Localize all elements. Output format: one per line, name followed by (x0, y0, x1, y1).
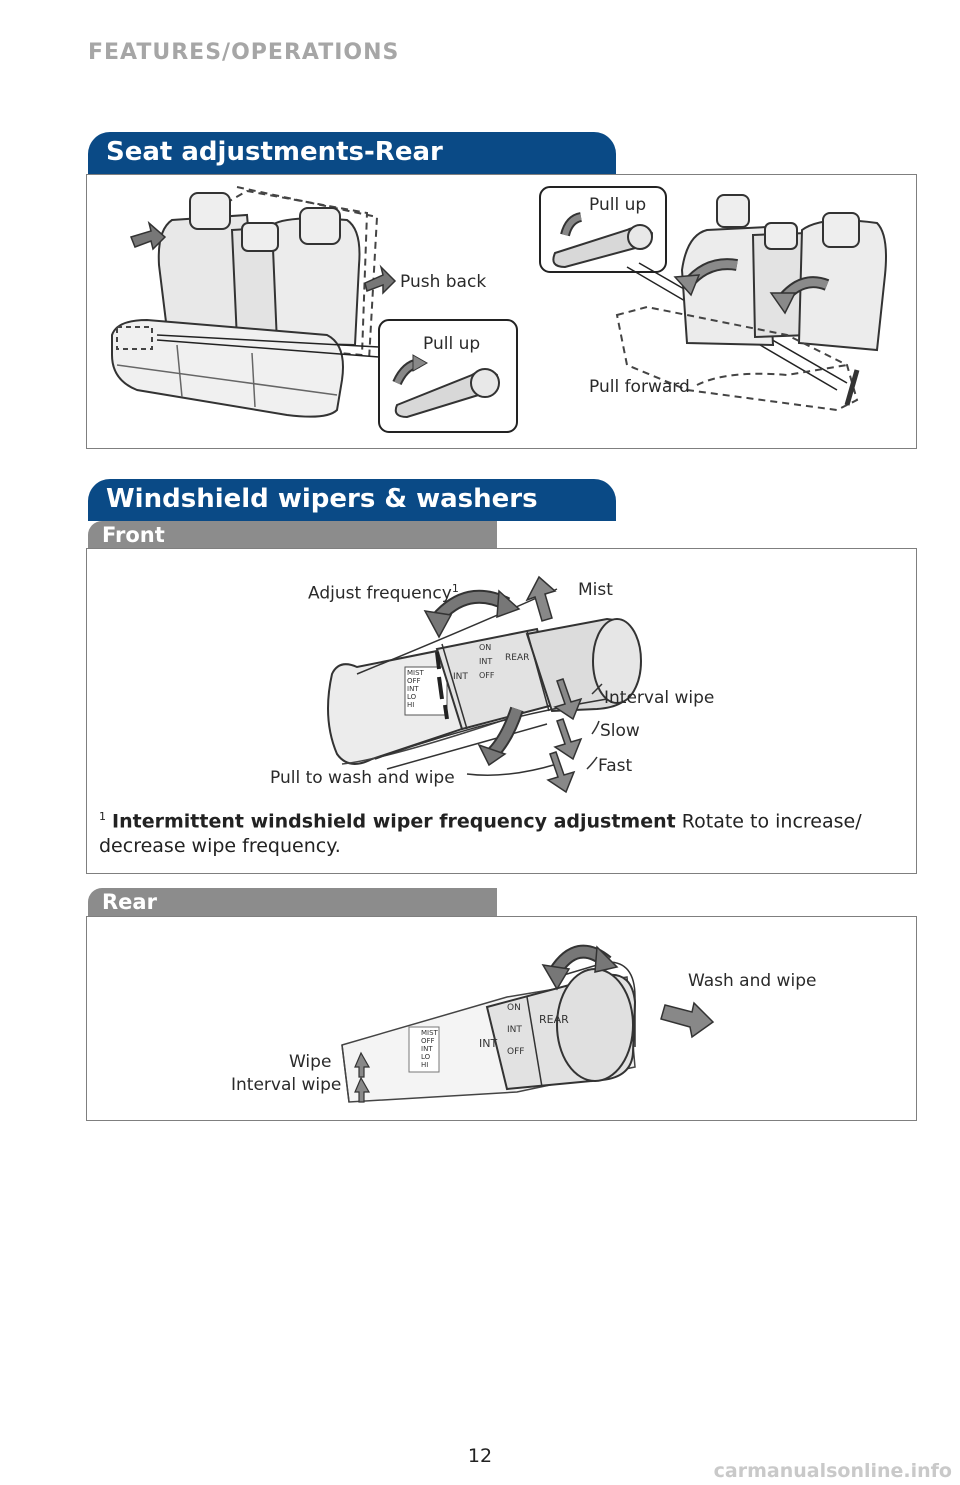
stalk-off: OFF (407, 677, 421, 685)
stalk-rear-label: REAR (505, 653, 530, 663)
stalk-ring-int: INT (453, 672, 468, 682)
rear-subsection-tab: Rear (88, 888, 497, 916)
rear-stalk-ring-int: INT (479, 1037, 498, 1050)
label-mist: Mist (578, 580, 613, 600)
rear-stalk-mist: MIST (421, 1029, 438, 1037)
label-adjust-frequency: Adjust frequency1 (308, 582, 459, 604)
footnote-bold: Intermittent windshield wiper frequency … (112, 810, 676, 833)
stalk-mist: MIST (407, 669, 424, 677)
stalk-off2: OFF (479, 671, 495, 680)
label-rear-interval-wipe: Interval wipe (231, 1075, 342, 1095)
seat-illustration (111, 186, 887, 433)
label-pull-up-left: Pull up (423, 334, 481, 354)
rear-wiper-stalk-illustration (341, 944, 715, 1103)
rear-stalk-on: ON (507, 1003, 521, 1013)
stalk-lo: LO (407, 693, 417, 701)
rear-stalk-int2: INT (507, 1025, 522, 1035)
rear-stalk-rear-label: REAR (539, 1013, 569, 1026)
stalk-int2: INT (479, 657, 493, 666)
front-wiper-panel: MIST OFF INT LO HI INT ON INT OFF REAR A… (86, 548, 917, 874)
stalk-hi: HI (407, 701, 415, 709)
label-push-back: Push back (400, 272, 487, 292)
rear-stalk-off: OFF (421, 1037, 435, 1045)
rear-stalk-int: INT (421, 1045, 433, 1053)
page-number: 12 (467, 1445, 493, 1467)
rear-stalk-lo: LO (421, 1053, 431, 1061)
wipers-section-title: Windshield wipers & washers (88, 479, 616, 521)
seat-illustration-panel: Push back Pull up Pull up Pull forward (86, 174, 917, 449)
stalk-mode-text: MIST OFF INT LO HI (407, 669, 424, 709)
rear-stalk-mode-text: MIST OFF INT LO HI (421, 1029, 438, 1069)
label-pull-to-wash: Pull to wash and wipe (270, 768, 455, 788)
label-wipe: Wipe (289, 1052, 332, 1072)
label-pull-forward: Pull forward (589, 377, 690, 397)
label-wash-and-wipe: Wash and wipe (688, 971, 817, 991)
label-slow: Slow (600, 721, 640, 741)
stalk-on: ON (479, 643, 492, 652)
label-pull-up-right: Pull up (589, 195, 647, 215)
label-fast: Fast (598, 756, 633, 776)
footer-watermark-url: carmanualsonline.info (713, 1460, 952, 1482)
front-wiper-stalk-illustration (327, 575, 642, 794)
stalk-rear-text: ON INT OFF (479, 641, 495, 683)
seat-section-title: Seat adjustments-Rear (88, 132, 616, 174)
footnote-marker: 1 (99, 810, 106, 823)
rear-stalk-off2: OFF (507, 1047, 525, 1057)
footnote-text: Rotate to increase/ decrease wipe freque… (99, 810, 862, 858)
rear-stalk-hi: HI (421, 1061, 429, 1069)
label-adjust-frequency-text: Adjust frequency (308, 583, 452, 604)
rear-wiper-panel: MIST OFF INT LO HI INT ON INT OFF REAR W… (86, 916, 917, 1121)
label-interval-wipe: Interval wipe (604, 688, 715, 708)
frequency-footnote: 1 Intermittent windshield wiper frequenc… (99, 804, 889, 859)
stalk-int: INT (407, 685, 419, 693)
page-header-title: FEATURES/OPERATIONS (88, 40, 400, 65)
label-adjust-sup: 1 (451, 582, 459, 595)
rear-stalk-rear-text: ON INT OFF (507, 997, 524, 1063)
front-subsection-tab: Front (88, 521, 497, 549)
